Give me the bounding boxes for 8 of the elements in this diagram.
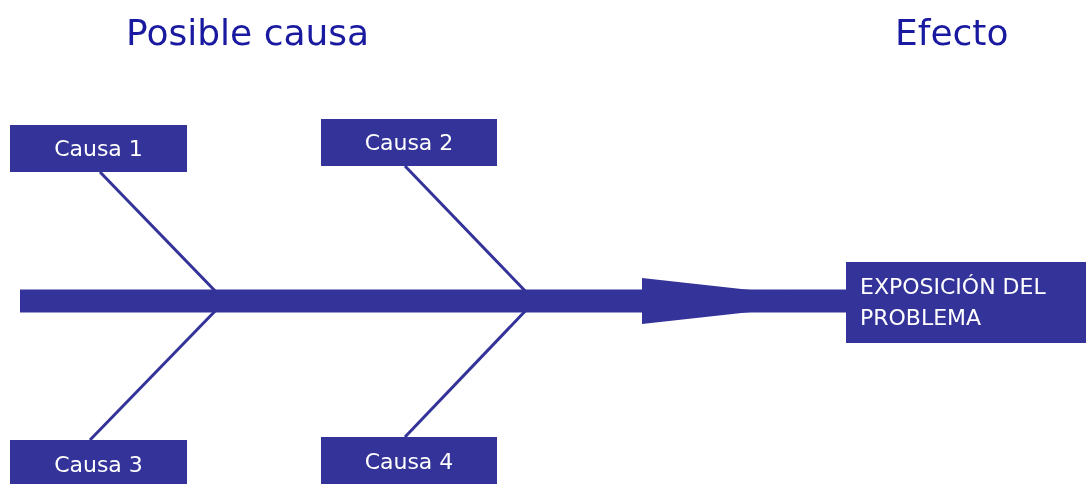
cause-box: Causa 4 (321, 437, 497, 484)
effect-box: EXPOSICIÓN DEL PROBLEMA (846, 262, 1086, 343)
heading-label: Efecto (895, 12, 1009, 53)
cause-box: Causa 3 (10, 440, 187, 484)
cause-box: Causa 2 (321, 119, 497, 166)
heading-label: Posible causa (126, 12, 370, 53)
spine-arrow (20, 278, 848, 324)
cause-box: Causa 1 (10, 125, 187, 172)
